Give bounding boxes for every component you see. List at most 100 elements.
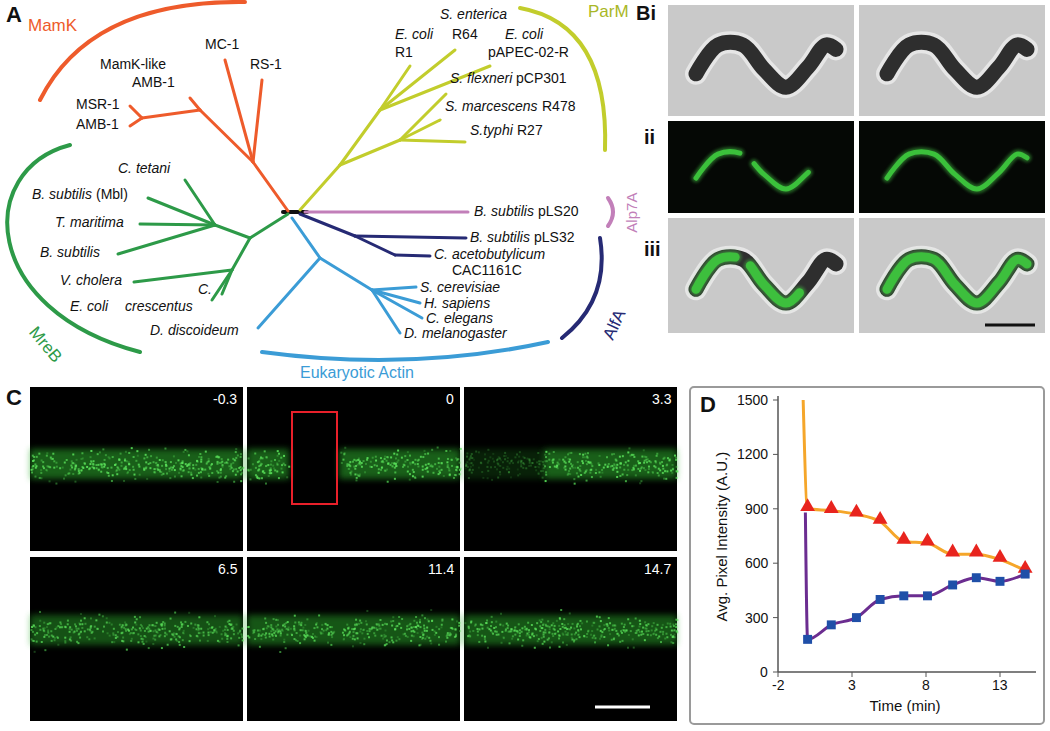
fluorescence-speckle	[528, 629, 530, 631]
fluorescence-speckle	[180, 621, 182, 623]
fluorescence-speckle	[539, 625, 541, 627]
fluorescence-speckle	[507, 627, 509, 629]
fluorescence-speckle	[57, 644, 59, 646]
fluorescence-speckle	[627, 647, 629, 649]
fluorescence-speckle	[570, 463, 572, 465]
fluorescence-speckle	[133, 632, 135, 634]
fluorescence-speckle	[390, 620, 392, 622]
fluorescence-speckle	[347, 627, 349, 629]
fluorescence-speckle	[534, 628, 536, 630]
fluorescence-speckle	[321, 624, 323, 626]
fluorescence-speckle	[551, 460, 553, 462]
fluorescence-speckle	[635, 465, 637, 467]
fluorescence-speckle	[359, 460, 361, 462]
fluorescence-speckle	[128, 463, 130, 465]
fluorescence-speckle	[551, 641, 553, 643]
fluorescence-speckle	[556, 620, 558, 622]
fluorescence-speckle	[368, 636, 370, 638]
fluorescence-speckle	[382, 460, 384, 462]
fluorescence-speckle	[84, 623, 86, 625]
fluorescence-speckle	[218, 477, 220, 479]
fluorescence-speckle	[623, 469, 625, 471]
fluorescence-speckle	[646, 461, 648, 463]
fluorescence-speckle	[567, 634, 569, 636]
fluorescence-speckle	[391, 636, 393, 638]
fluorescence-speckle	[676, 466, 678, 468]
fluorescence-speckle	[142, 627, 144, 629]
fluorescence-speckle	[485, 622, 487, 624]
tree-branch	[300, 165, 340, 210]
fluorescence-speckle	[586, 633, 588, 635]
fluorescence-speckle	[211, 463, 213, 465]
fluorescence-speckle	[576, 472, 578, 474]
fluorescence-speckle	[387, 463, 389, 465]
fluorescence-speckle	[204, 469, 206, 471]
fluorescence-speckle	[631, 625, 633, 627]
fluorescence-speckle	[64, 637, 66, 639]
fluorescence-speckle	[545, 480, 547, 482]
fluorescence-speckle	[428, 620, 430, 622]
micrograph-ground	[668, 218, 854, 333]
fluorescence-speckle	[269, 636, 271, 638]
fluorescence-speckle	[236, 624, 238, 626]
fluorescence-speckle	[577, 476, 579, 478]
fluorescence-speckle	[672, 642, 674, 644]
fluorescence-speckle	[264, 450, 266, 452]
fluorescence-speckle	[34, 634, 36, 636]
fluorescence-speckle	[63, 478, 65, 480]
fluorescence-speckle	[53, 460, 55, 462]
fluorescence-speckle	[518, 623, 520, 625]
fluorescence-speckle	[36, 465, 38, 467]
fluorescence-speckle	[630, 630, 632, 632]
fluorescence-speckle	[173, 455, 175, 457]
fluorescence-speckle	[248, 457, 250, 459]
fluorescence-speckle	[260, 638, 262, 640]
fluorescence-speckle	[278, 453, 280, 455]
fluorescence-speckle	[66, 459, 68, 461]
fluorescence-speckle	[178, 641, 180, 643]
fluorescence-speckle	[599, 616, 601, 618]
fluorescence-speckle	[674, 634, 676, 636]
fluorescence-speckle	[560, 609, 562, 611]
fluorescence-speckle	[540, 470, 542, 472]
fluorescence-speckle	[278, 460, 280, 462]
micrograph-panel	[668, 5, 1045, 333]
fluorescence-speckle	[138, 464, 140, 466]
fluorescence-speckle	[343, 638, 345, 640]
fluorescence-speckle	[76, 630, 78, 632]
fluorescence-speckle	[567, 632, 569, 634]
fluorescence-speckle	[359, 642, 361, 644]
fluorescence-speckle	[55, 462, 57, 464]
fluorescence-speckle	[434, 463, 436, 465]
fluorescence-speckle	[633, 647, 635, 649]
fluorescence-speckle	[629, 455, 631, 457]
fluorescence-speckle	[418, 459, 420, 461]
fluorescence-speckle	[30, 629, 32, 631]
fluorescence-speckle	[31, 471, 33, 473]
fluorescence-speckle	[417, 465, 419, 467]
fluorescence-speckle	[365, 463, 367, 465]
tree-branch	[212, 270, 232, 300]
fluorescence-speckle	[393, 463, 395, 465]
fluorescence-speckle	[209, 468, 211, 470]
fluorescence-speckle	[32, 460, 34, 462]
fluorescence-speckle	[76, 641, 78, 643]
fluorescence-speckle	[661, 461, 663, 463]
fluorescence-speckle	[540, 460, 542, 462]
fluorescence-speckle	[378, 468, 380, 470]
fluorescence-speckle	[517, 461, 519, 463]
fluorescence-speckle	[101, 466, 103, 468]
fluorescence-speckle	[179, 644, 181, 646]
fluorescence-speckle	[253, 631, 255, 633]
fluorescence-speckle	[76, 628, 78, 630]
fluorescence-speckle	[562, 459, 564, 461]
fluorescence-speckle	[572, 623, 574, 625]
fluorescence-speckle	[165, 465, 167, 467]
fluorescence-speckle	[69, 469, 71, 471]
fluorescence-speckle	[90, 450, 92, 452]
fluorescence-speckle	[182, 639, 184, 641]
fluorescence-speckle	[473, 459, 475, 461]
fluorescence-speckle	[394, 628, 396, 630]
fluorescence-speckle	[540, 621, 542, 623]
fluorescence-speckle	[221, 458, 223, 460]
